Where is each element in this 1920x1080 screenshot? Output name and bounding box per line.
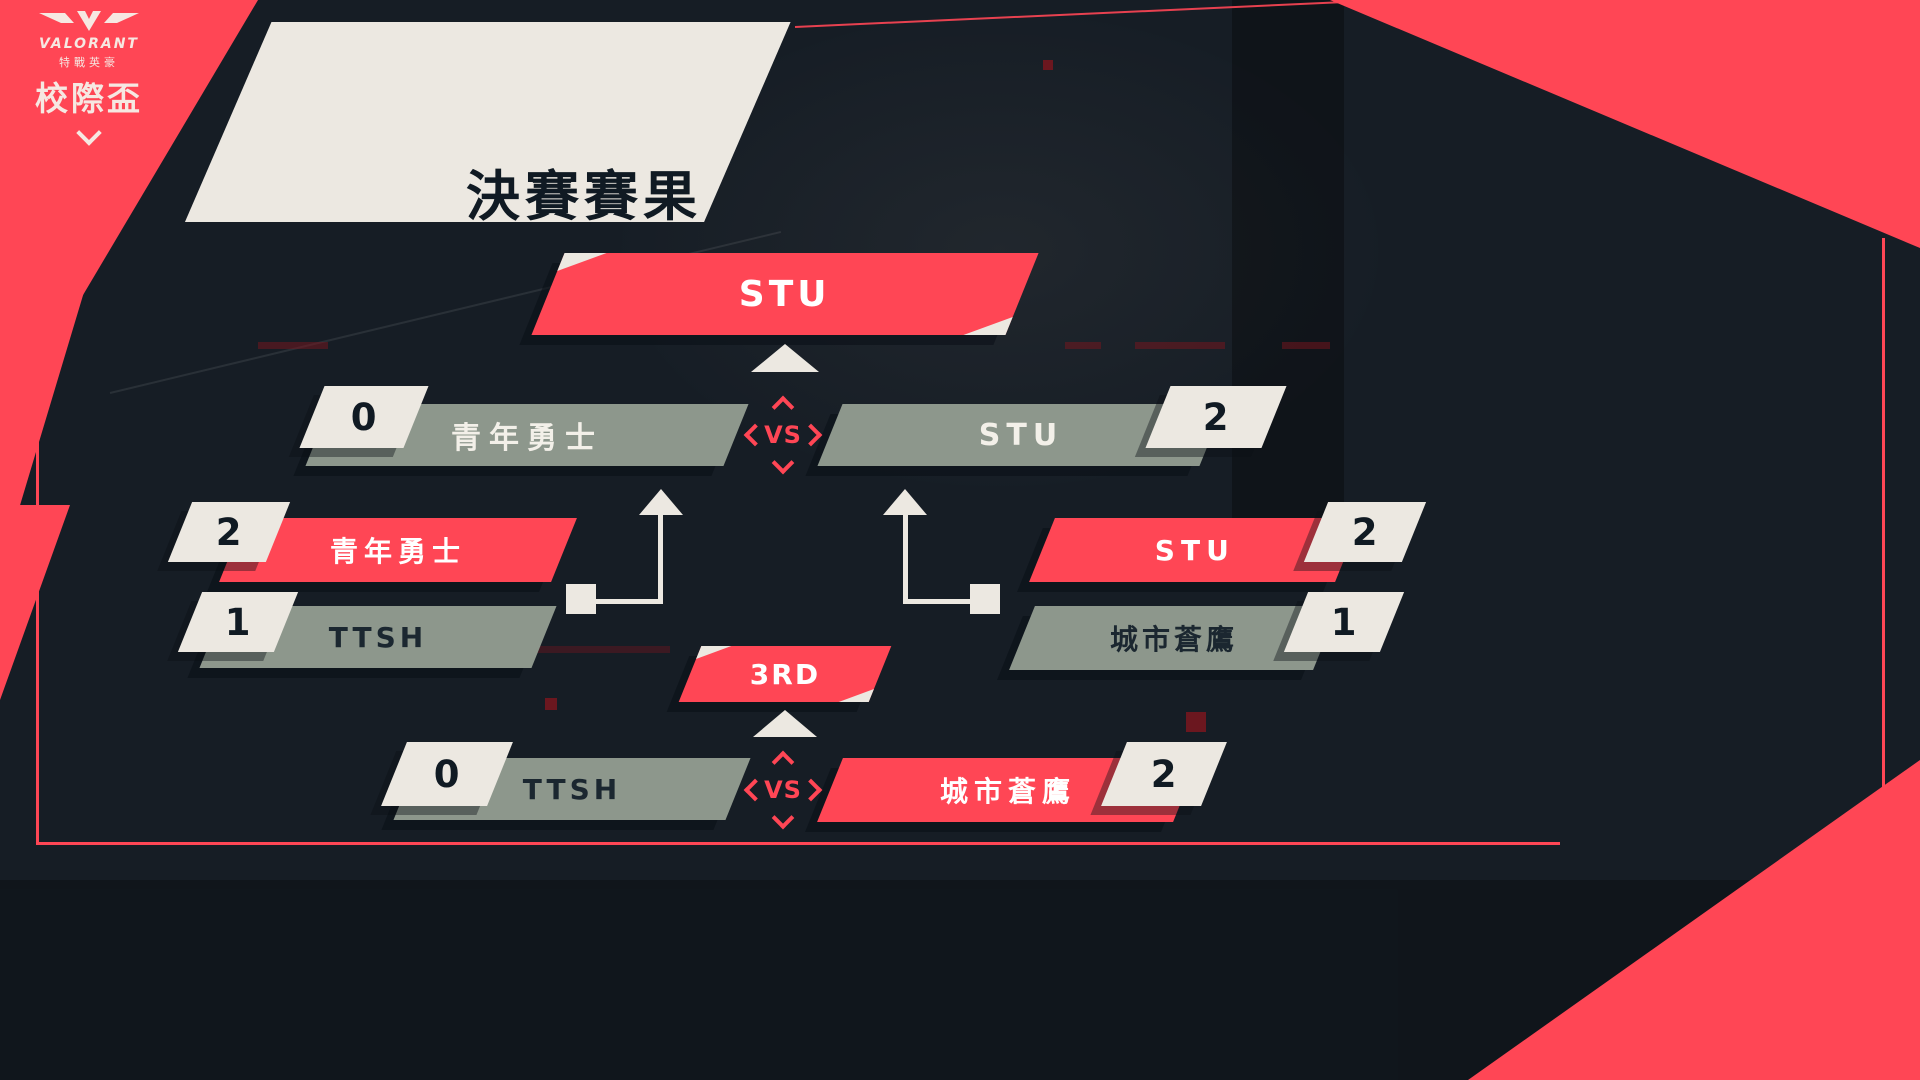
frame-line-right (1882, 238, 1885, 798)
vs-chevron-down-icon (771, 806, 795, 830)
third-left-name: TTSH (522, 772, 622, 806)
semifinal-right-loser-name: 城市蒼鷹 (1109, 623, 1238, 656)
final-vs-badge: VS (741, 393, 825, 477)
tournament-logo: VALORANT 特戰英豪 校際盃 (10, 8, 168, 146)
champion-arrow-up-icon (751, 344, 819, 372)
corner-shape-top-right (1330, 0, 1920, 248)
vs-chevron-up-icon (771, 750, 795, 774)
third-place-arrow-up-icon (753, 710, 817, 737)
logo-chevron-icon (76, 120, 102, 146)
third-right-name: 城市蒼鷹 (939, 775, 1076, 808)
third-banner-notch-top-left (696, 646, 732, 659)
connector-left-arrow-icon (639, 489, 683, 515)
bg-map-structure (1232, 0, 1344, 540)
third-banner-notch-bottom-right (838, 689, 874, 702)
third-place-banner: 3RD (678, 646, 892, 702)
title-panel (184, 22, 791, 222)
frame-line-left (36, 150, 39, 845)
page-title: 決賽賽果 (466, 165, 702, 228)
vs-chevron-right-icon (799, 778, 823, 802)
vs-chevron-left-icon (743, 778, 767, 802)
third-place-label: 3RD (749, 657, 821, 691)
third-right-score: 2 (1151, 752, 1177, 796)
third-left-score: 0 (434, 752, 460, 796)
frame-line-bottom (36, 842, 1560, 845)
semifinal-right-winner-name: STU (1154, 533, 1235, 567)
final-left-name: 青年勇士 (451, 421, 603, 456)
connector-left-vertical (658, 512, 663, 604)
semifinal-right-loser-score-tag: 1 (1283, 592, 1405, 652)
connector-left-node (566, 584, 596, 614)
connector-right-arrow-icon (883, 489, 927, 515)
decor-square (1186, 712, 1206, 732)
final-right-score: 2 (1203, 395, 1229, 439)
decor-square (1043, 60, 1053, 70)
vs-chevron-down-icon (771, 451, 795, 475)
third-vs-badge: VS (741, 748, 825, 832)
logo-title: 校際盃 (35, 79, 143, 118)
final-right-name: STU (978, 417, 1064, 453)
logo-wordmark: VALORANT (39, 36, 139, 52)
semifinal-right-winner-score: 2 (1352, 510, 1378, 554)
champion-notch-top-left (557, 253, 607, 271)
vs-chevron-up-icon (771, 395, 795, 419)
vs-chevron-left-icon (743, 423, 767, 447)
vs-chevron-right-icon (799, 423, 823, 447)
decor-square (545, 698, 557, 710)
champion-name: STU (739, 273, 831, 315)
champion-notch-bottom-right (963, 317, 1013, 335)
semifinal-left-winner-name: 青年勇士 (329, 535, 466, 568)
decor-dash (1282, 342, 1330, 349)
semifinal-left-winner-score: 2 (216, 510, 242, 554)
left-edge-accent-2 (0, 505, 70, 700)
decor-dash (520, 646, 670, 653)
champion-bar: STU (531, 253, 1039, 335)
third-right-score-tag: 2 (1101, 742, 1227, 806)
decor-dash (1065, 342, 1101, 349)
decor-dash (1135, 342, 1225, 349)
final-left-score: 0 (351, 395, 377, 439)
third-vs-label: VS (764, 776, 802, 804)
connector-right-vertical (903, 512, 908, 604)
logo-subtitle: 特戰英豪 (59, 56, 119, 69)
semifinal-left-loser-score: 1 (225, 600, 251, 644)
connector-right-horizontal (904, 599, 974, 604)
decor-dash (258, 342, 328, 349)
connector-right-node (970, 584, 1000, 614)
semifinal-right-loser-score: 1 (1331, 600, 1357, 644)
final-vs-label: VS (764, 421, 802, 449)
semifinal-left-loser-name: TTSH (328, 620, 428, 654)
valorant-emblem-icon (39, 11, 139, 31)
connector-left-horizontal (592, 599, 662, 604)
